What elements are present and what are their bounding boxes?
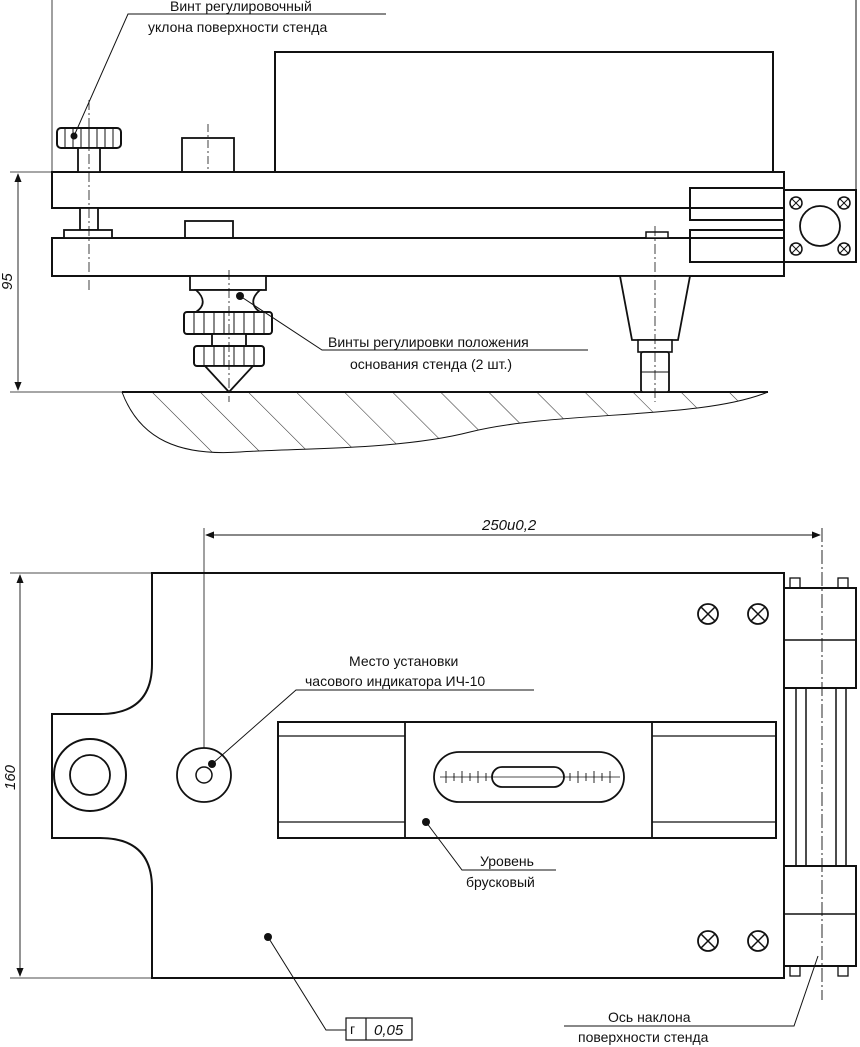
callout-axis-line2: поверхности стенда bbox=[578, 1029, 709, 1045]
lower-plate bbox=[51, 237, 785, 277]
callout-level-line2: брусковый bbox=[466, 874, 535, 890]
upper-plate bbox=[51, 171, 785, 209]
callout-screw-line2: уклона поверхности стенда bbox=[148, 19, 327, 35]
lower-block bbox=[184, 220, 234, 239]
callout-level-leader bbox=[425, 821, 556, 871]
top-housing bbox=[274, 51, 774, 173]
callout-indicator-line2: часового индикатора ИЧ-10 bbox=[305, 673, 485, 689]
callout-screw-leader bbox=[73, 13, 386, 137]
indicator-seat-outer bbox=[176, 747, 232, 803]
callout-base-line2: основания стенда (2 шт.) bbox=[350, 356, 512, 372]
plate-bolts bbox=[697, 603, 769, 952]
spirit-level bbox=[277, 721, 777, 839]
callout-level-line1: Уровень bbox=[480, 853, 534, 869]
hinge-pin bbox=[799, 205, 841, 247]
ground-break-line bbox=[121, 391, 769, 454]
hinge-block-upper bbox=[689, 187, 785, 221]
callout-base-line1: Винты регулировки положения bbox=[328, 334, 529, 350]
callout-axis-leader bbox=[564, 955, 819, 1027]
ground-hatch bbox=[122, 392, 768, 453]
callout-screw-dot bbox=[70, 132, 78, 140]
callout-indicator-leader bbox=[211, 689, 534, 765]
hinge-assembly bbox=[783, 577, 857, 977]
flatness-symbol: г bbox=[350, 1021, 355, 1037]
length-dim-text: 250и0,2 bbox=[481, 517, 537, 534]
width-dim-text: 160 bbox=[2, 764, 19, 790]
side-view: 95 Винт регулировочный уклона поверхност… bbox=[0, 0, 857, 454]
flatness-value: 0,05 bbox=[374, 1022, 404, 1039]
flatness-frame bbox=[345, 1017, 413, 1041]
mounting-hole-inner bbox=[69, 754, 111, 796]
height-dim-text: 95 bbox=[0, 273, 16, 290]
callout-axis-line1: Ось наклона bbox=[608, 1009, 691, 1025]
hinge-plate bbox=[783, 189, 857, 263]
upper-block bbox=[181, 137, 235, 173]
callout-indicator-line1: Место установки bbox=[349, 653, 458, 669]
callout-base-leader bbox=[239, 295, 588, 351]
indicator-seat-inner bbox=[195, 766, 213, 784]
callout-screw-line1: Винт регулировочный bbox=[170, 0, 312, 14]
top-view: 250и0,2 160 Место установки часового инд… bbox=[2, 517, 857, 1045]
mounting-hole-outer bbox=[53, 738, 127, 812]
hinge-block-lower bbox=[689, 229, 785, 263]
base-plate-outline bbox=[51, 572, 785, 979]
leveling-foot-left bbox=[183, 275, 273, 394]
flatness-leader bbox=[267, 936, 346, 1031]
hinge-bolts bbox=[789, 196, 851, 256]
